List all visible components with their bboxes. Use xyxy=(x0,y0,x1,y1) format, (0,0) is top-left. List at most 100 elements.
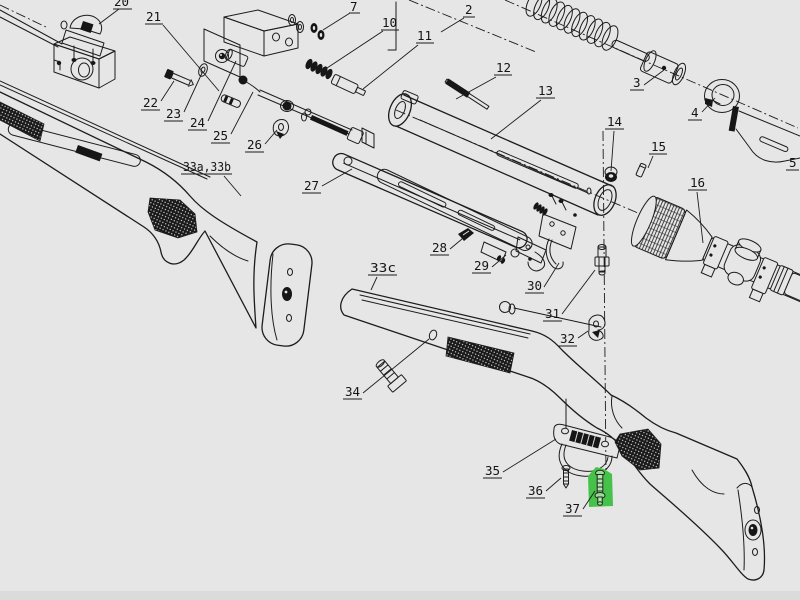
callout-leader-12 xyxy=(455,76,497,100)
bushing-24 xyxy=(224,48,249,67)
butt-pad-33ab xyxy=(261,243,313,347)
callout-30[interactable]: 30 xyxy=(527,278,542,293)
callout-3[interactable]: 3 xyxy=(633,75,641,90)
latch-pin-31 xyxy=(594,244,610,276)
grip-checkering xyxy=(147,197,198,239)
guard-screw-37[interactable] xyxy=(594,469,606,506)
washer-23 xyxy=(198,63,208,77)
callout-leader-22 xyxy=(160,80,175,102)
callout-33c[interactable]: 33c xyxy=(370,260,396,275)
callout-36[interactable]: 36 xyxy=(528,483,543,498)
callout-leader-21 xyxy=(162,24,220,92)
spring-10 xyxy=(305,58,333,80)
callout-11[interactable]: 11 xyxy=(417,28,432,43)
callout-leader-33c xyxy=(370,276,378,291)
callout-4[interactable]: 4 xyxy=(691,105,699,120)
callout-leader-34 xyxy=(362,338,430,394)
callout-27[interactable]: 27 xyxy=(304,178,319,193)
callout-leader-31 xyxy=(561,269,596,315)
callout-24[interactable]: 24 xyxy=(190,115,205,130)
washer xyxy=(288,14,296,26)
callout-2[interactable]: 2 xyxy=(465,2,473,17)
screw-22 xyxy=(164,68,194,87)
callout-35[interactable]: 35 xyxy=(485,463,500,478)
clip-28 xyxy=(458,228,474,241)
callout-26[interactable]: 26 xyxy=(247,137,262,152)
callout-leader-36 xyxy=(545,477,562,492)
callout-33ab[interactable]: 33a,33b xyxy=(183,159,231,174)
callout-20[interactable]: 20 xyxy=(114,0,129,9)
callout-28[interactable]: 28 xyxy=(432,240,447,255)
callout-leader-3 xyxy=(643,69,665,86)
callout-10[interactable]: 10 xyxy=(382,15,397,30)
grip-checkering-33c xyxy=(614,428,662,471)
callout-leader-24 xyxy=(207,60,237,122)
guard-bow xyxy=(558,443,613,477)
callout-leader-30 xyxy=(543,262,560,288)
callout-leader-14 xyxy=(610,130,615,172)
compression-tube-13 xyxy=(387,90,647,216)
bolt-11 xyxy=(330,74,366,96)
stock-33c xyxy=(340,288,766,581)
callout-16[interactable]: 16 xyxy=(690,175,705,190)
callout-leader-4 xyxy=(701,97,716,113)
callout-23[interactable]: 23 xyxy=(166,106,181,121)
forearm-checkering xyxy=(0,101,45,142)
clip-26 xyxy=(272,119,289,137)
callout-7[interactable]: 7 xyxy=(350,0,358,14)
callout-34[interactable]: 34 xyxy=(345,384,360,399)
front-sight-hood xyxy=(69,14,103,35)
mainspring-coil xyxy=(525,0,619,51)
piston-seal-ring-4 xyxy=(704,79,740,113)
callout-leader-13 xyxy=(490,99,542,140)
callout-leader-7 xyxy=(322,12,351,31)
forearm-checkering-33c xyxy=(445,336,515,374)
callout-37-highlighted[interactable]: 37 xyxy=(565,501,580,516)
callout-leader-25 xyxy=(230,91,254,135)
callout-15[interactable]: 15 xyxy=(651,139,666,154)
callout-12[interactable]: 12 xyxy=(496,60,511,75)
callout-leader-26 xyxy=(264,129,278,145)
callout-leader-16 xyxy=(696,191,704,244)
callout-leader-33ab xyxy=(223,175,242,197)
threaded-rod-12 xyxy=(444,78,490,110)
pin-15 xyxy=(635,162,647,178)
callout-14[interactable]: 14 xyxy=(607,114,622,129)
callout-5[interactable]: 5 xyxy=(789,155,797,170)
highlighted-part-37[interactable] xyxy=(588,467,613,507)
footer-strip xyxy=(0,591,800,600)
spring-clip-32 xyxy=(588,314,606,341)
stock-screw-knob xyxy=(499,301,511,313)
callout-leader-29 xyxy=(491,254,507,268)
stock-33ab xyxy=(0,80,258,329)
axis-centerlines xyxy=(0,0,799,476)
callout-32[interactable]: 32 xyxy=(560,331,575,346)
side-bar-5 xyxy=(728,105,800,163)
callout-leader-35 xyxy=(502,438,557,473)
callout-leader-23 xyxy=(183,72,203,113)
callout-25[interactable]: 25 xyxy=(213,128,228,143)
pin-21 xyxy=(220,94,241,108)
trigger-blade xyxy=(545,238,564,270)
callout-layer: 2021710112345121314151622232425262728293… xyxy=(98,0,799,517)
front-sight-base xyxy=(61,29,105,57)
cocking-rod-assembly xyxy=(238,58,375,149)
barrel-front-sight-assembly xyxy=(0,9,116,89)
callout-leader-32 xyxy=(577,330,589,339)
callout-leader-37 xyxy=(582,490,596,510)
callout-leader-27 xyxy=(321,168,353,187)
trigger-group-30 xyxy=(480,193,577,270)
callout-31[interactable]: 31 xyxy=(545,306,560,321)
callout-21[interactable]: 21 xyxy=(146,9,161,24)
callout-13[interactable]: 13 xyxy=(538,83,553,98)
callout-leader-20 xyxy=(98,8,120,25)
callout-22[interactable]: 22 xyxy=(143,95,158,110)
trigger-guard-35 xyxy=(553,398,620,477)
guard-screw-36 xyxy=(561,465,571,489)
callout-29[interactable]: 29 xyxy=(474,258,489,273)
callout-leader-10 xyxy=(323,30,384,71)
callout-leader-11 xyxy=(362,44,419,90)
scope-mount-parts xyxy=(164,1,397,108)
